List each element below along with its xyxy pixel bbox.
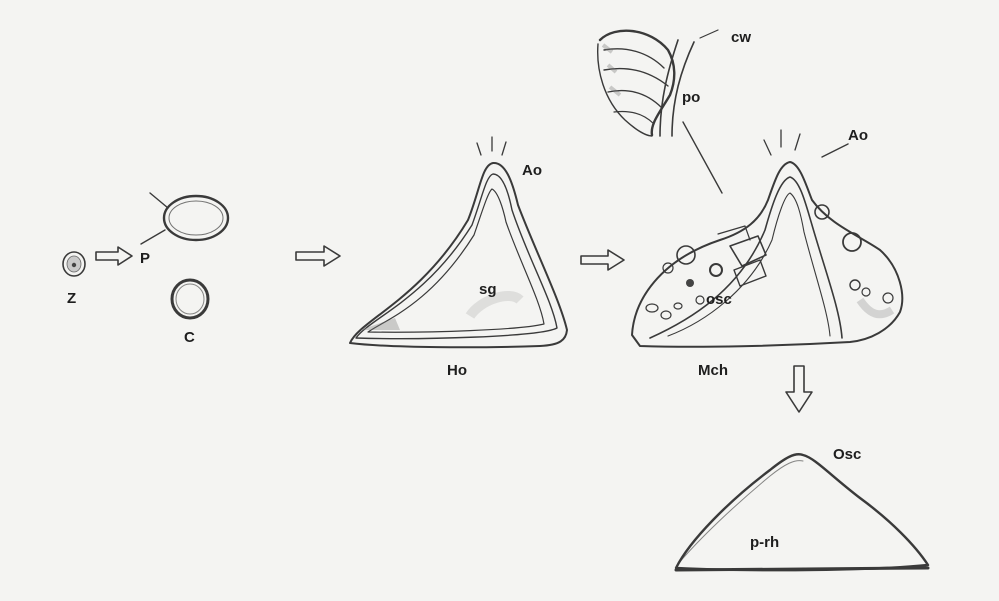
arrow-to-mch [581,250,624,270]
ostracod-prh [676,454,928,570]
cyst-wall-inset [598,30,722,193]
label-ao-right: Ao [848,128,868,143]
label-po: po [682,90,700,105]
label-p: P [140,251,150,266]
label-osc-inner: osc [706,292,732,307]
label-ao-left: Ao [522,163,542,178]
label-osc-bottom: Osc [833,447,861,462]
mature-cyst-mch [632,130,902,347]
cyst-c [172,280,208,318]
arrow-to-osc [786,366,812,412]
zygote-cell [63,252,85,276]
label-mch: Mch [698,363,728,378]
label-c: C [184,330,195,345]
arrow-z-to-p [96,247,132,265]
cell-p [141,193,228,244]
label-z: Z [67,291,76,306]
label-cw: cw [731,30,751,45]
label-sg: sg [479,282,497,297]
label-ho: Ho [447,363,467,378]
arrow-to-ho [296,246,340,266]
label-p-rh: p-rh [750,535,779,550]
